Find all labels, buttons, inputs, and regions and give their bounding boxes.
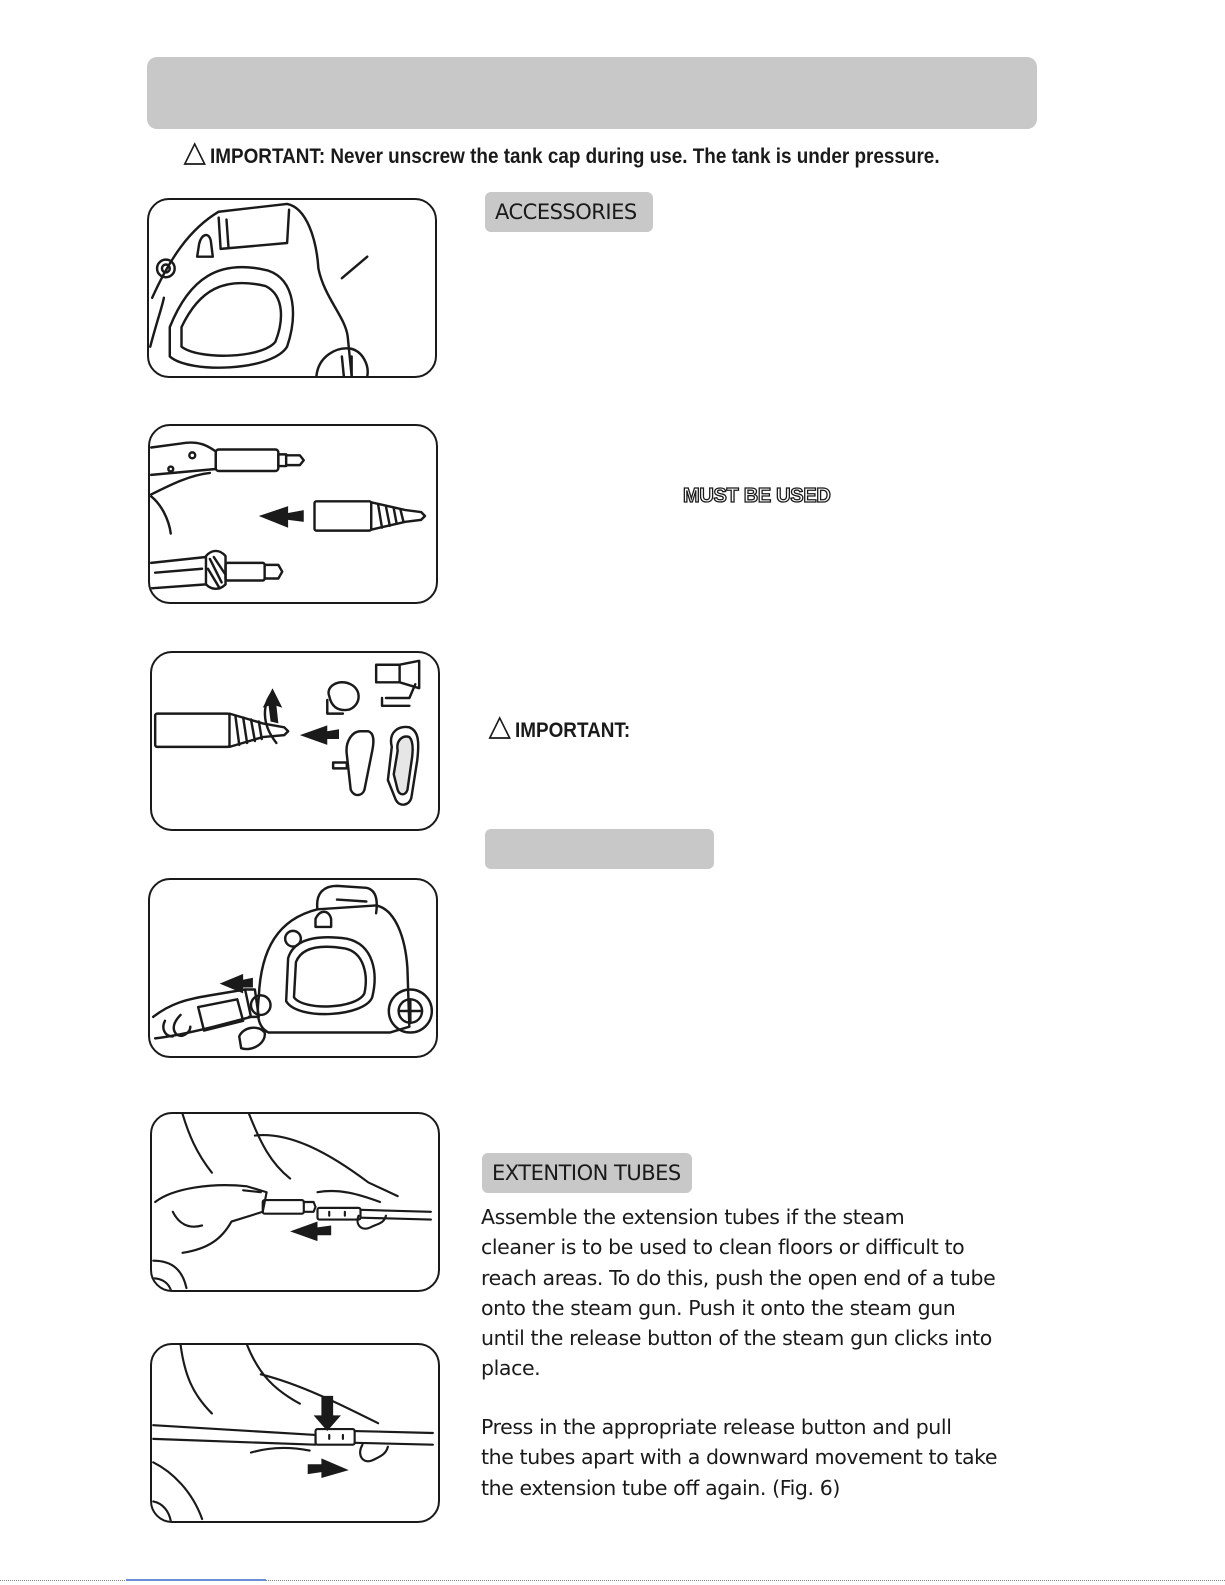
assemble-paragraph: Assemble the extension tubes if the stea…	[481, 1202, 1041, 1384]
important-note: IMPORTANT:	[488, 715, 630, 747]
assemble-line: cleaner is to be used to clean floors or…	[481, 1235, 965, 1260]
warning-triangle-icon	[183, 142, 206, 165]
release-line: the tubes apart with a downward movement…	[481, 1445, 998, 1470]
must-be-used-note: MUST BE USED	[682, 484, 831, 507]
assemble-line: Assemble the extension tubes if the stea…	[481, 1205, 905, 1229]
figure-1-tank-cap	[147, 198, 437, 378]
section-extension-tubes-tag: EXTENTION TUBES	[482, 1153, 692, 1193]
assemble-line: onto the steam gun. Push it onto the ste…	[481, 1295, 956, 1320]
important-label: IMPORTANT:	[515, 719, 631, 742]
release-line: Press in the appropriate release button …	[481, 1415, 952, 1439]
figure-6-extension-tube-release	[150, 1343, 440, 1523]
assemble-line: until the release button of the steam gu…	[481, 1326, 992, 1351]
warning-text: IMPORTANT: Never unscrew the tank cap du…	[210, 145, 940, 168]
release-paragraph: Press in the appropriate release button …	[481, 1412, 1041, 1503]
assemble-line: place.	[481, 1356, 541, 1381]
warning-banner: IMPORTANT: Never unscrew the tank cap du…	[183, 141, 957, 173]
section-blank-tag	[485, 829, 714, 869]
page-bottom-accent	[126, 1579, 266, 1581]
assemble-line: reach areas. To do this, push the open e…	[481, 1265, 996, 1290]
figure-4-hose-connect	[148, 878, 438, 1058]
figure-3-accessory-heads	[150, 651, 440, 831]
figure-5-extension-tube-attach	[150, 1112, 440, 1292]
page-bottom-divider	[0, 1580, 1225, 1581]
figure-2-nozzle-attach	[148, 424, 438, 604]
release-line: the extension tube off again. (Fig. 6)	[481, 1475, 841, 1500]
section-accessories-tag: ACCESSORIES	[485, 192, 653, 232]
header-bar	[147, 57, 1037, 129]
warning-triangle-icon	[488, 716, 511, 739]
